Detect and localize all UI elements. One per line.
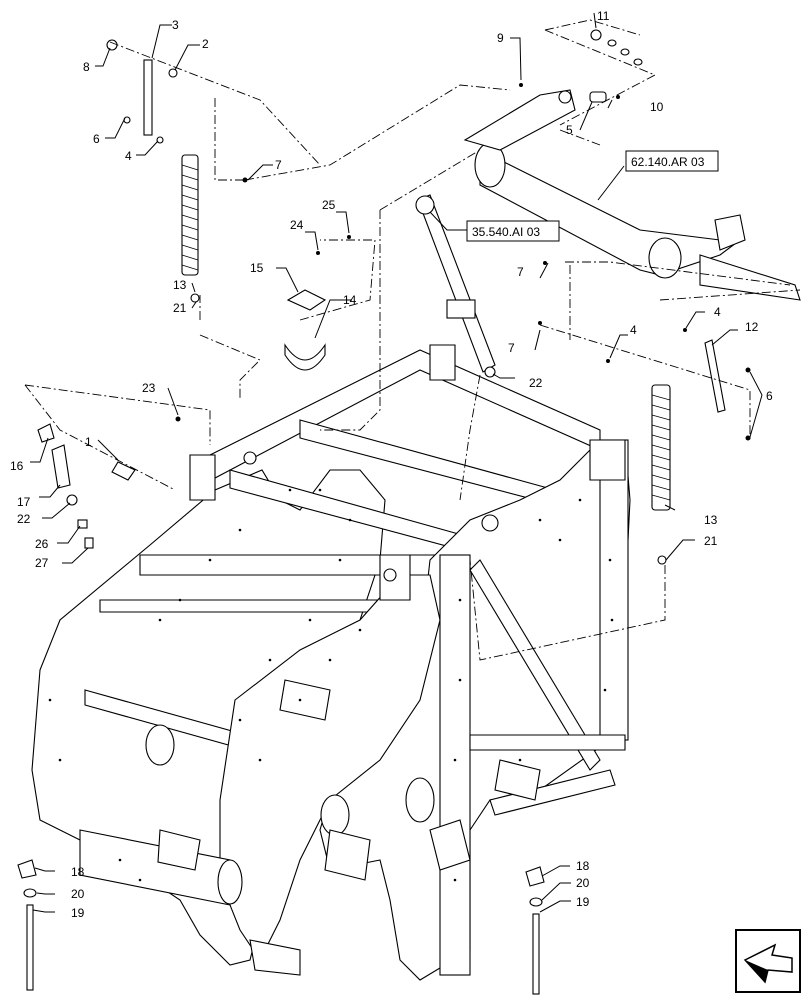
callout-9: 9 (497, 31, 504, 45)
callout-20: 20 (71, 887, 85, 901)
callout-3: 3 (172, 18, 179, 32)
small-hardware (17, 29, 643, 995)
callout-14: 14 (343, 293, 357, 307)
callout-22b: 22 (17, 512, 31, 526)
callout-1: 1 (85, 435, 92, 449)
callout-18b: 18 (576, 859, 590, 873)
callout-16: 16 (10, 459, 24, 473)
callout-2: 2 (202, 37, 209, 51)
callout-27: 27 (35, 556, 49, 570)
callout-17: 17 (17, 495, 31, 509)
callout-12: 12 (745, 320, 759, 334)
callout-numbers: 3 2 8 6 4 7 13 21 9 11 10 5 25 24 15 14 … (10, 9, 773, 920)
callout-4b: 4 (630, 323, 637, 337)
reference-35540-text: 35.540.AI 03 (472, 225, 540, 239)
callout-7: 7 (275, 158, 282, 172)
reference-box-35540[interactable]: 35.540.AI 03 (466, 220, 560, 242)
callout-6: 6 (93, 132, 100, 146)
callout-6b: 6 (766, 389, 773, 403)
callout-23: 23 (142, 381, 156, 395)
callout-21b: 21 (704, 534, 718, 548)
callout-21: 21 (173, 301, 187, 315)
callout-4: 4 (125, 149, 132, 163)
reference-box-62140[interactable]: 62.140.AR 03 (625, 150, 719, 172)
reference-62140-text: 62.140.AR 03 (631, 155, 705, 169)
callout-4c: 4 (714, 305, 721, 319)
tailgate-lift-tube-assembly (463, 89, 801, 301)
callout-11: 11 (597, 9, 610, 23)
callout-7b: 7 (517, 265, 524, 279)
next-page-arrow-icon[interactable] (735, 929, 801, 993)
callout-7c: 7 (508, 341, 515, 355)
callout-20b: 20 (576, 876, 590, 890)
callout-26: 26 (35, 537, 49, 551)
assembly-lines (24, 19, 801, 661)
callout-13: 13 (173, 278, 187, 292)
left-spring-assembly (106, 39, 248, 303)
callout-25: 25 (322, 198, 336, 212)
callout-19b: 19 (576, 895, 590, 909)
callout-18: 18 (71, 865, 85, 879)
callout-15: 15 (250, 261, 264, 275)
callout-8: 8 (83, 60, 90, 74)
baler-chamber-frame (31, 344, 631, 981)
callout-5: 5 (566, 123, 573, 137)
right-spring-assembly (606, 328, 751, 565)
callout-22: 22 (529, 376, 543, 390)
leader-lines (30, 12, 763, 913)
hydraulic-cylinder (415, 194, 496, 378)
callout-19: 19 (71, 906, 85, 920)
callout-13b: 13 (704, 513, 718, 527)
callout-10: 10 (650, 100, 664, 114)
callout-24: 24 (290, 218, 304, 232)
